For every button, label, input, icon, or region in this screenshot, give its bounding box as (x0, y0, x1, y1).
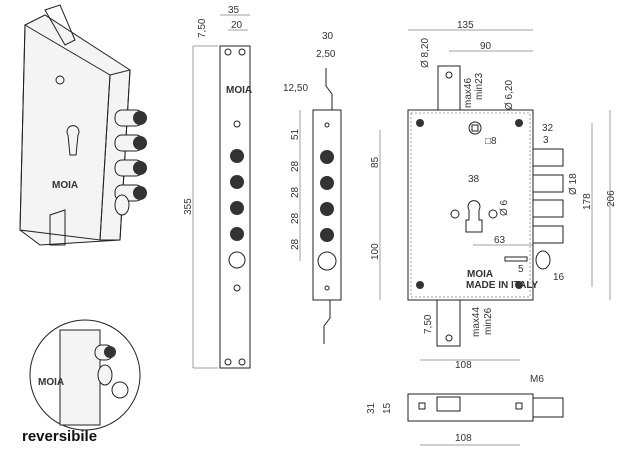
dim-dia-6: Ø 6 (499, 199, 510, 216)
dim-85: 85 (370, 156, 381, 168)
dim-100: 100 (370, 243, 381, 260)
dim-square-8: □8 (485, 136, 497, 147)
dim-178: 178 (582, 193, 593, 210)
keyhole-icon (66, 125, 80, 156)
dim-31: 31 (366, 402, 377, 414)
dim-min23: min23 (474, 72, 485, 100)
cylinder-cutout (465, 200, 483, 233)
reversible-detail-inset: MOIA (29, 319, 141, 431)
dim-7-50: 7,50 (197, 18, 208, 38)
dim-28: 28 (290, 238, 301, 250)
dim-min26: min26 (483, 307, 494, 335)
lock-body-front-view: 135 90 Ø 8,20 max46 min23 Ø 6,20 32 3 □8… (370, 20, 617, 371)
faceplate-logo: MOIA (226, 85, 252, 96)
dim-63: 63 (494, 235, 506, 246)
dim-max44: max44 (471, 307, 482, 337)
dim-28: 28 (290, 212, 301, 224)
dim-12-50: 12,50 (283, 83, 308, 94)
dim-3: 3 (543, 135, 549, 146)
lock-logo: MOIA (467, 269, 493, 280)
dim-38: 38 (468, 174, 480, 185)
isometric-lock-view: MOIA (19, 4, 147, 246)
dim-355: 355 (183, 198, 194, 215)
dim-dia-18: Ø 18 (568, 173, 579, 195)
dim-20: 20 (231, 20, 243, 31)
dim-dia-8-20: Ø 8,20 (420, 38, 431, 68)
inset-logo: MOIA (38, 377, 64, 388)
dim-30: 30 (322, 31, 334, 42)
dim-108: 108 (455, 360, 472, 371)
made-in-italy: MADE IN ITALY (466, 280, 539, 291)
dim-16: 16 (553, 272, 565, 283)
lock-bolts (504, 148, 564, 270)
lock-bottom-view: M6 31 15 108 (366, 374, 564, 446)
faceplate-side-view: 30 2,50 12,50 51 28 28 28 28 (283, 31, 342, 344)
dim-15: 15 (382, 402, 393, 414)
dim-135: 135 (457, 20, 474, 31)
dim-28: 28 (290, 160, 301, 172)
dim-5: 5 (518, 264, 524, 275)
dim-max46: max46 (463, 78, 474, 108)
faceplate-front-view: MOIA 35 20 7,50 355 (183, 5, 252, 369)
iso-logo: MOIA (52, 180, 78, 191)
dim-m6: M6 (530, 374, 544, 385)
dim-dia-6-20: Ø 6,20 (504, 80, 515, 110)
dim-28: 28 (290, 186, 301, 198)
dim-2-50: 2,50 (316, 49, 336, 60)
dim-90: 90 (480, 41, 492, 52)
dim-51: 51 (290, 128, 301, 140)
dim-206: 206 (606, 190, 617, 207)
caption-reversibile: reversibile (22, 428, 97, 445)
dim-7-50-bottom: 7,50 (423, 314, 434, 334)
dim-108-bottom: 108 (455, 433, 472, 444)
bolts (114, 109, 147, 216)
dim-32: 32 (542, 123, 554, 134)
dim-35: 35 (228, 5, 240, 16)
